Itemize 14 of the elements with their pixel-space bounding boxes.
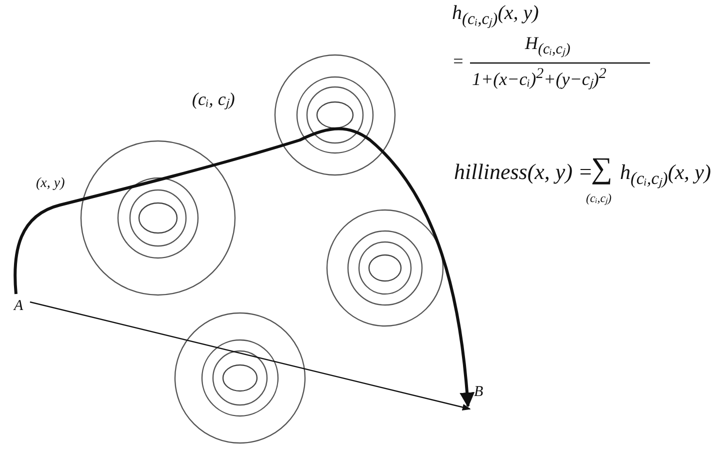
point-label: A [14, 298, 24, 314]
coordinate-label: (cᵢ, cⱼ) [192, 90, 235, 110]
formula-text: 1+(x−cᵢ)$^{2}$+(y−cⱼ)$^{2}$ [472, 66, 606, 90]
formula-text: h$_{(cᵢ,cⱼ)}$(x, y) [452, 2, 539, 28]
formula-text: h$_{(cᵢ,cⱼ)}$(x, y) [620, 161, 711, 188]
path-curve [14, 127, 474, 408]
formula-text: H$_{(cᵢ,cⱼ)}$ [525, 34, 570, 58]
sum-symbol: ∑ [591, 152, 612, 185]
formula-text: hilliness(x, y) = [454, 160, 593, 184]
formula-text: (cᵢ,cⱼ) [586, 192, 612, 206]
point-label: B [474, 384, 484, 400]
coordinate-label: (x, y) [36, 176, 65, 192]
arrow [30, 301, 471, 410]
equals-sign: = [452, 52, 464, 72]
